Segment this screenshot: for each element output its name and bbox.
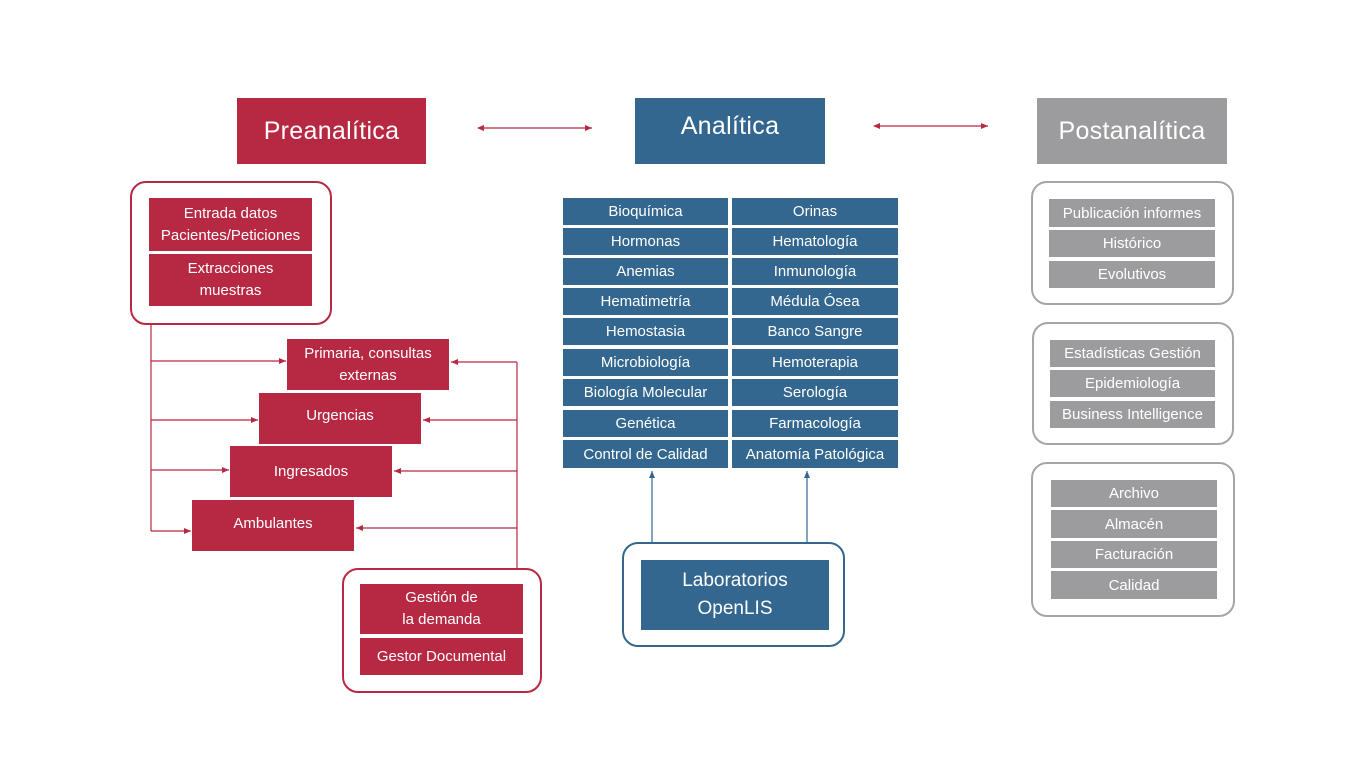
left-bracket [150, 324, 286, 534]
ana-cell-farmacologia[interactable]: Farmacología [732, 410, 898, 437]
post-cell-business-intelligence[interactable]: Business Intelligence [1050, 401, 1215, 428]
pre-stair-primaria[interactable]: Primaria, consultas externas [287, 339, 449, 390]
pre-stair-ambulantes[interactable]: Ambulantes [192, 500, 354, 551]
post-cell-historico[interactable]: Histórico [1049, 230, 1215, 257]
lab-openlis-box[interactable]: Laboratorios OpenLIS [641, 560, 829, 630]
ana-cell-anemias[interactable]: Anemias [563, 258, 728, 285]
ana-cell-medula-osea[interactable]: Médula Ósea [732, 288, 898, 315]
ana-cell-hematologia[interactable]: Hematología [732, 228, 898, 255]
pre-box-gestion-demanda[interactable]: Gestión de la demanda [360, 584, 523, 634]
post-cell-almacen[interactable]: Almacén [1051, 510, 1217, 538]
pre-box-gestor-documental[interactable]: Gestor Documental [360, 638, 523, 675]
ana-cell-biologia-molecular[interactable]: Biología Molecular [563, 379, 728, 406]
post-cell-publicacion-informes[interactable]: Publicación informes [1049, 199, 1215, 227]
post-cell-evolutivos[interactable]: Evolutivos [1049, 261, 1215, 288]
ana-cell-hormonas[interactable]: Hormonas [563, 228, 728, 255]
ana-cell-anatomia-patologica[interactable]: Anatomía Patológica [732, 440, 898, 468]
post-cell-archivo[interactable]: Archivo [1051, 480, 1217, 507]
post-cell-facturacion[interactable]: Facturación [1051, 541, 1217, 568]
header-postanalitica: Postanalítica [1037, 98, 1227, 164]
pre-box-extracciones[interactable]: Extracciones muestras [149, 254, 312, 306]
analitica-grid: Bioquímica Hormonas Anemias Hematimetría… [563, 198, 899, 470]
ana-cell-hemoterapia[interactable]: Hemoterapia [732, 349, 898, 376]
ana-cell-hemostasia[interactable]: Hemostasia [563, 318, 728, 345]
ana-cell-genetica[interactable]: Genética [563, 410, 728, 437]
ana-cell-inmunologia[interactable]: Inmunología [732, 258, 898, 285]
header-analitica: Analítica [635, 98, 825, 164]
right-bracket [356, 359, 518, 568]
ana-cell-microbiologia[interactable]: Microbiología [563, 349, 728, 376]
post-cell-calidad[interactable]: Calidad [1051, 571, 1217, 599]
header-preanalitica: Preanalítica [237, 98, 426, 164]
post-cell-estadisticas[interactable]: Estadísticas Gestión [1050, 340, 1215, 367]
ana-cell-hematimetria[interactable]: Hematimetría [563, 288, 728, 315]
ana-cell-control-calidad[interactable]: Control de Calidad [563, 440, 728, 468]
pre-stair-urgencias[interactable]: Urgencias [259, 393, 421, 444]
ana-cell-serologia[interactable]: Serología [732, 379, 898, 406]
pre-box-entrada-datos[interactable]: Entrada datos Pacientes/Peticiones [149, 198, 312, 251]
header-preanalitica-label: Preanalítica [263, 116, 400, 145]
pre-stair-ingresados[interactable]: Ingresados [230, 446, 392, 497]
ana-cell-bioquimica[interactable]: Bioquímica [563, 198, 728, 225]
ana-cell-orinas[interactable]: Orinas [732, 198, 898, 225]
ana-cell-banco-sangre[interactable]: Banco Sangre [732, 318, 898, 345]
header-postanalitica-label: Postanalítica [1058, 116, 1206, 145]
post-cell-epidemiologia[interactable]: Epidemiología [1050, 370, 1215, 397]
header-analitica-label: Analítica [680, 112, 780, 140]
